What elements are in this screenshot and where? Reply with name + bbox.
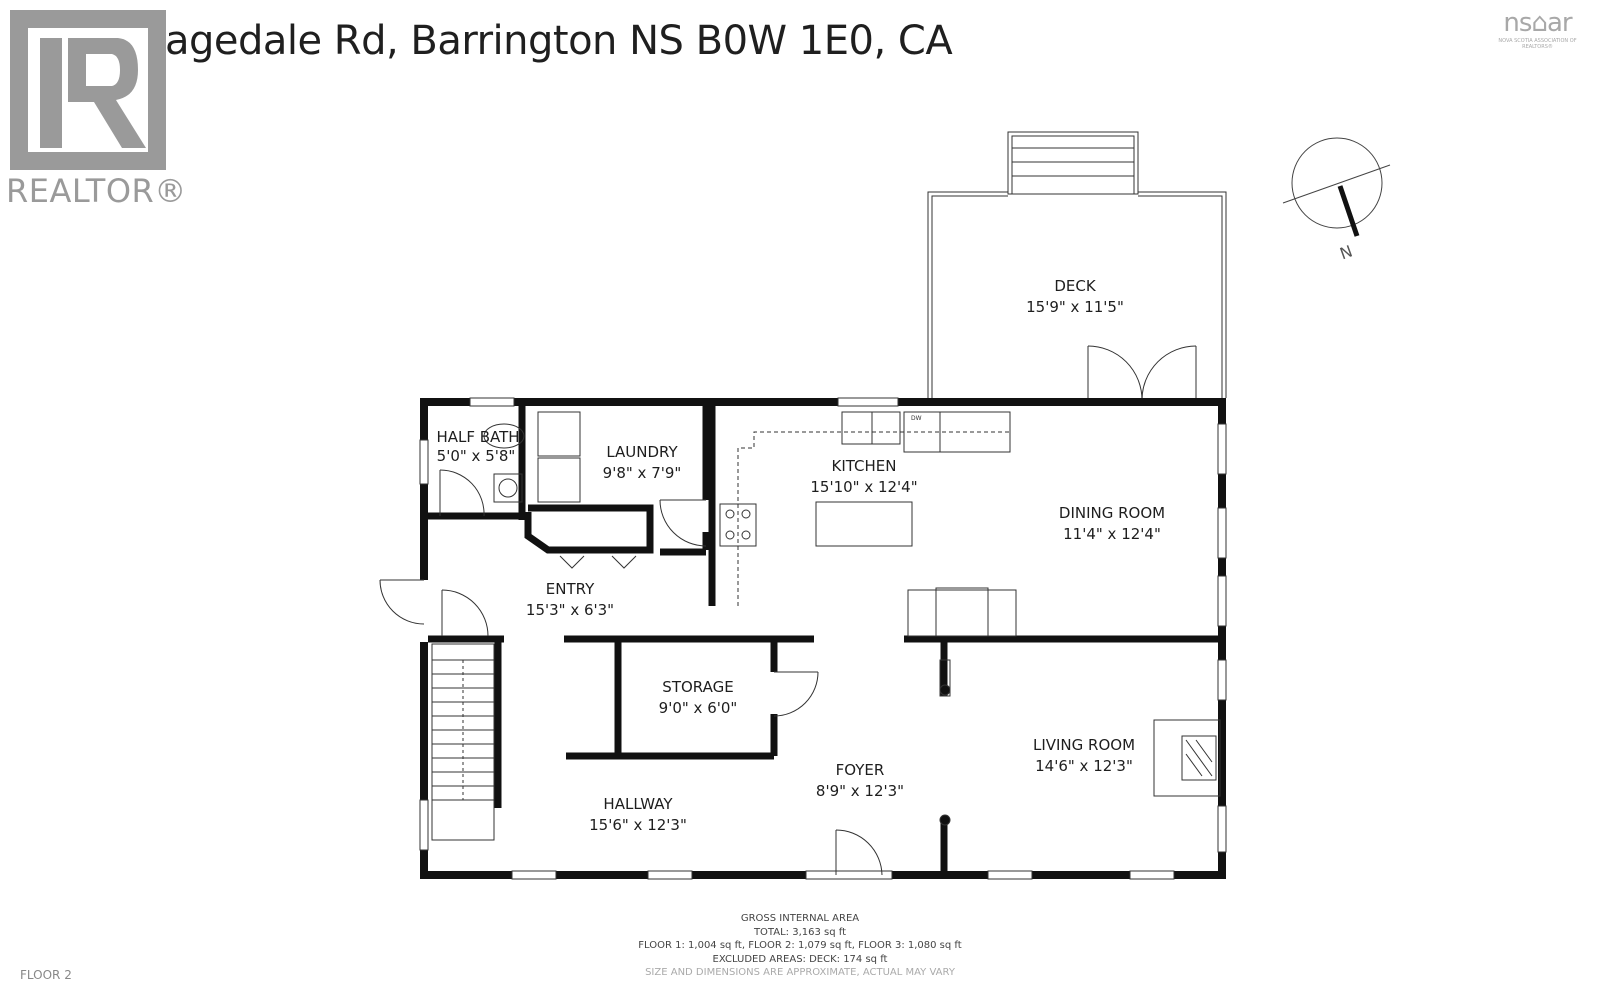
room-living-room-name: LIVING ROOM — [1033, 736, 1135, 754]
association-logo-main: ns⌂ar — [1503, 8, 1572, 38]
area-total: TOTAL: 3,163 sq ft — [753, 926, 847, 938]
area-excluded: EXCLUDED AREAS: DECK: 174 sq ft — [712, 953, 888, 965]
room-laundry-name: LAUNDRY — [606, 443, 678, 461]
room-laundry-dimensions: 9'8" x 7'9" — [603, 464, 682, 482]
stairs — [431, 643, 495, 841]
room-hallway-name: HALLWAY — [603, 795, 673, 813]
interior-walls — [424, 402, 1222, 875]
room-hallway-dimensions: 15'6" x 12'3" — [589, 816, 687, 834]
room-dining-room-dimensions: 11'4" x 12'4" — [1063, 525, 1161, 543]
room-entry-dimensions: 15'3" x 6'3" — [526, 601, 614, 619]
room-deck-dimensions: 15'9" x 11'5" — [1026, 298, 1124, 316]
realtor-logo — [10, 10, 166, 170]
room-living-room-dimensions: 14'6" x 12'3" — [1035, 757, 1133, 775]
room-storage-dimensions: 9'0" x 6'0" — [659, 699, 738, 717]
room-foyer-dimensions: 8'9" x 12'3" — [816, 782, 904, 800]
room-half-bath-dimensions: 5'0" x 5'8" — [437, 447, 516, 465]
realtor-logo-word: REALTOR® — [6, 172, 187, 210]
room-foyer-name: FOYER — [836, 761, 885, 779]
deck-doors — [1087, 345, 1197, 401]
deck-outline — [927, 131, 1227, 398]
fixtures — [483, 411, 1221, 826]
area-summary: GROSS INTERNAL AREA TOTAL: 3,163 sq ft F… — [540, 912, 1060, 980]
association-logo: ns⌂ar NOVA SCOTIA ASSOCIATION OF REALTOR… — [1490, 8, 1585, 50]
room-deck-name: DECK — [1054, 277, 1097, 295]
area-floors: FLOOR 1: 1,004 sq ft, FLOOR 2: 1,079 sq … — [638, 940, 962, 951]
room-storage-name: STORAGE — [662, 678, 733, 696]
windows — [419, 397, 1227, 880]
room-half-bath-name: HALF BATH — [436, 428, 519, 446]
room-entry-name: ENTRY — [546, 580, 595, 598]
area-disclaimer: SIZE AND DIMENSIONS ARE APPROXIMATE, ACT… — [645, 967, 955, 978]
compass: N — [1282, 137, 1391, 263]
dishwasher-label: DW — [911, 415, 922, 422]
compass-label: N — [1337, 241, 1355, 263]
floor-label: FLOOR 2 — [20, 968, 72, 982]
association-logo-sub: NOVA SCOTIA ASSOCIATION OF REALTORS® — [1498, 38, 1577, 50]
room-dining-room-name: DINING ROOM — [1059, 504, 1165, 522]
listing-address: 20 Villagedale Rd, Barrington NS B0W 1E0… — [45, 18, 953, 64]
room-kitchen-dimensions: 15'10" x 12'4" — [810, 478, 917, 496]
room-kitchen-name: KITCHEN — [832, 457, 897, 475]
doors — [379, 469, 883, 876]
area-heading: GROSS INTERNAL AREA — [740, 913, 860, 924]
